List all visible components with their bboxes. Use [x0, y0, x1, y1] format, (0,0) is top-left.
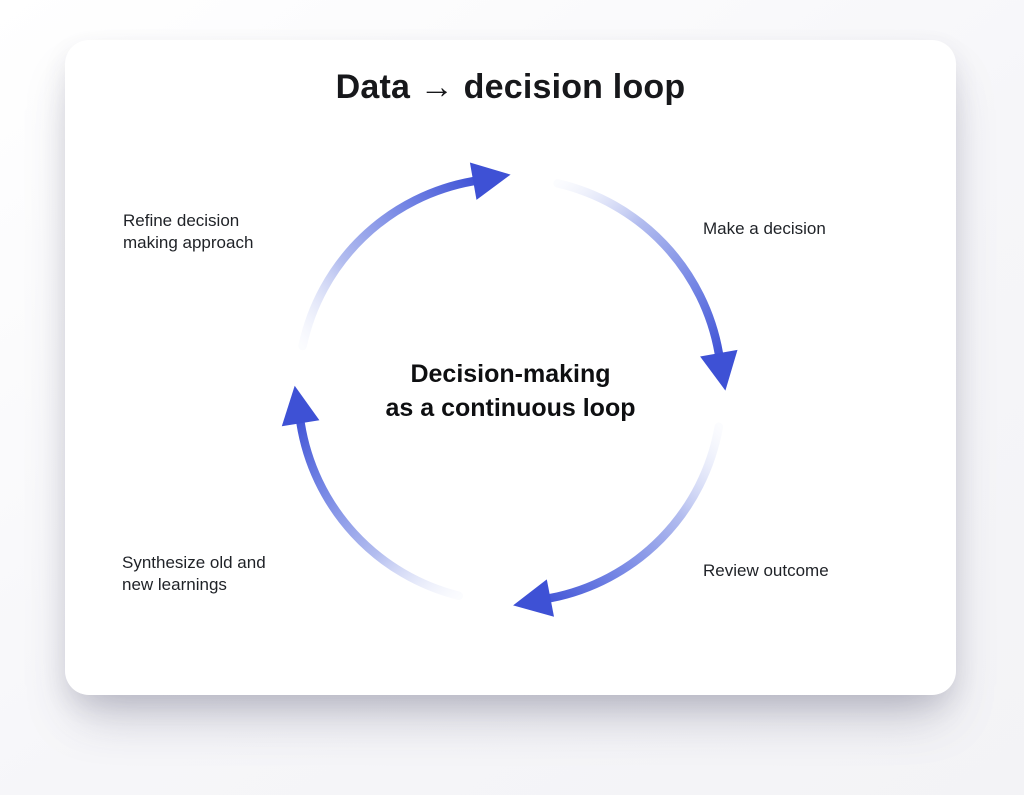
diagram-card: Data → decision loop	[65, 40, 956, 695]
loop-arrow-right-arc	[553, 179, 724, 358]
loop-arrow-left-head-icon	[281, 385, 320, 427]
loop-arrow-left-arc	[296, 418, 463, 600]
center-caption-line-1: Decision-making	[410, 360, 611, 388]
center-caption: Decision-making as a continuous loop	[65, 357, 956, 425]
loop-arrow-top	[298, 162, 511, 351]
loop-arrow-left	[281, 385, 463, 600]
loop-arrow-bottom-arc	[546, 422, 724, 603]
loop-arrow-top-arc	[298, 176, 478, 351]
loop-arrow-right	[553, 179, 738, 391]
decision-loop-diagram	[281, 162, 738, 617]
step-label-refine-approach: Refine decision making approach	[123, 211, 254, 253]
loop-arrow-top-head-icon	[469, 162, 511, 200]
loop-arrow-bottom-head-icon	[513, 579, 554, 617]
diagram-title: Data → decision loop	[335, 68, 686, 106]
step-label-synthesize-learnings: Synthesize old and new learnings	[122, 553, 266, 595]
step-label-make-decision: Make a decision	[703, 219, 826, 238]
center-caption-line-2: as a continuous loop	[385, 394, 636, 422]
loop-arrow-bottom	[513, 422, 724, 617]
step-label-review-outcome: Review outcome	[703, 561, 829, 580]
loop-arrow-right-head-icon	[700, 349, 738, 391]
